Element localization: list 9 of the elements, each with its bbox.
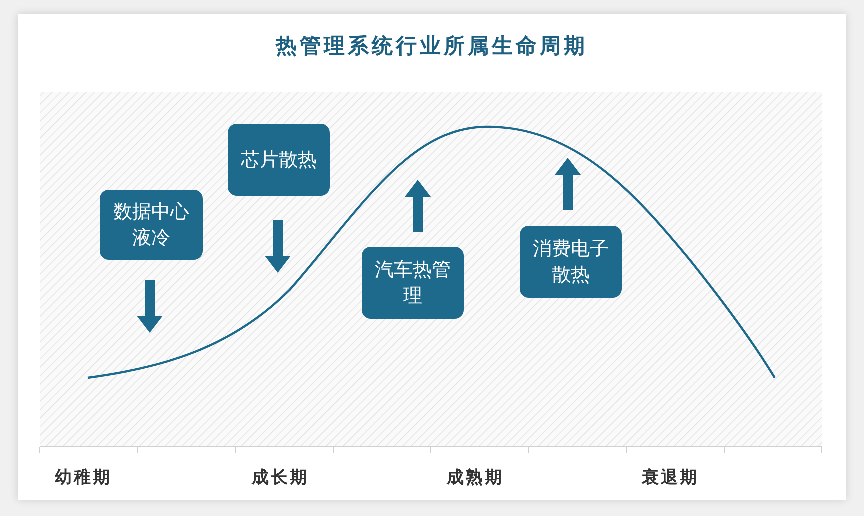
stage-box: 汽车热管理 (362, 247, 464, 319)
stage-box: 数据中心液冷 (100, 190, 203, 260)
chart-title: 热管理系统行业所属生命周期 (274, 33, 589, 60)
stage-box: 芯片散热 (228, 124, 330, 196)
stage-label: 衰退期 (642, 467, 699, 489)
stage-box: 消费电子散热 (520, 226, 622, 298)
stage-label: 成熟期 (447, 467, 504, 489)
stage-label: 成长期 (252, 467, 309, 489)
stage-label: 幼稚期 (55, 467, 112, 489)
